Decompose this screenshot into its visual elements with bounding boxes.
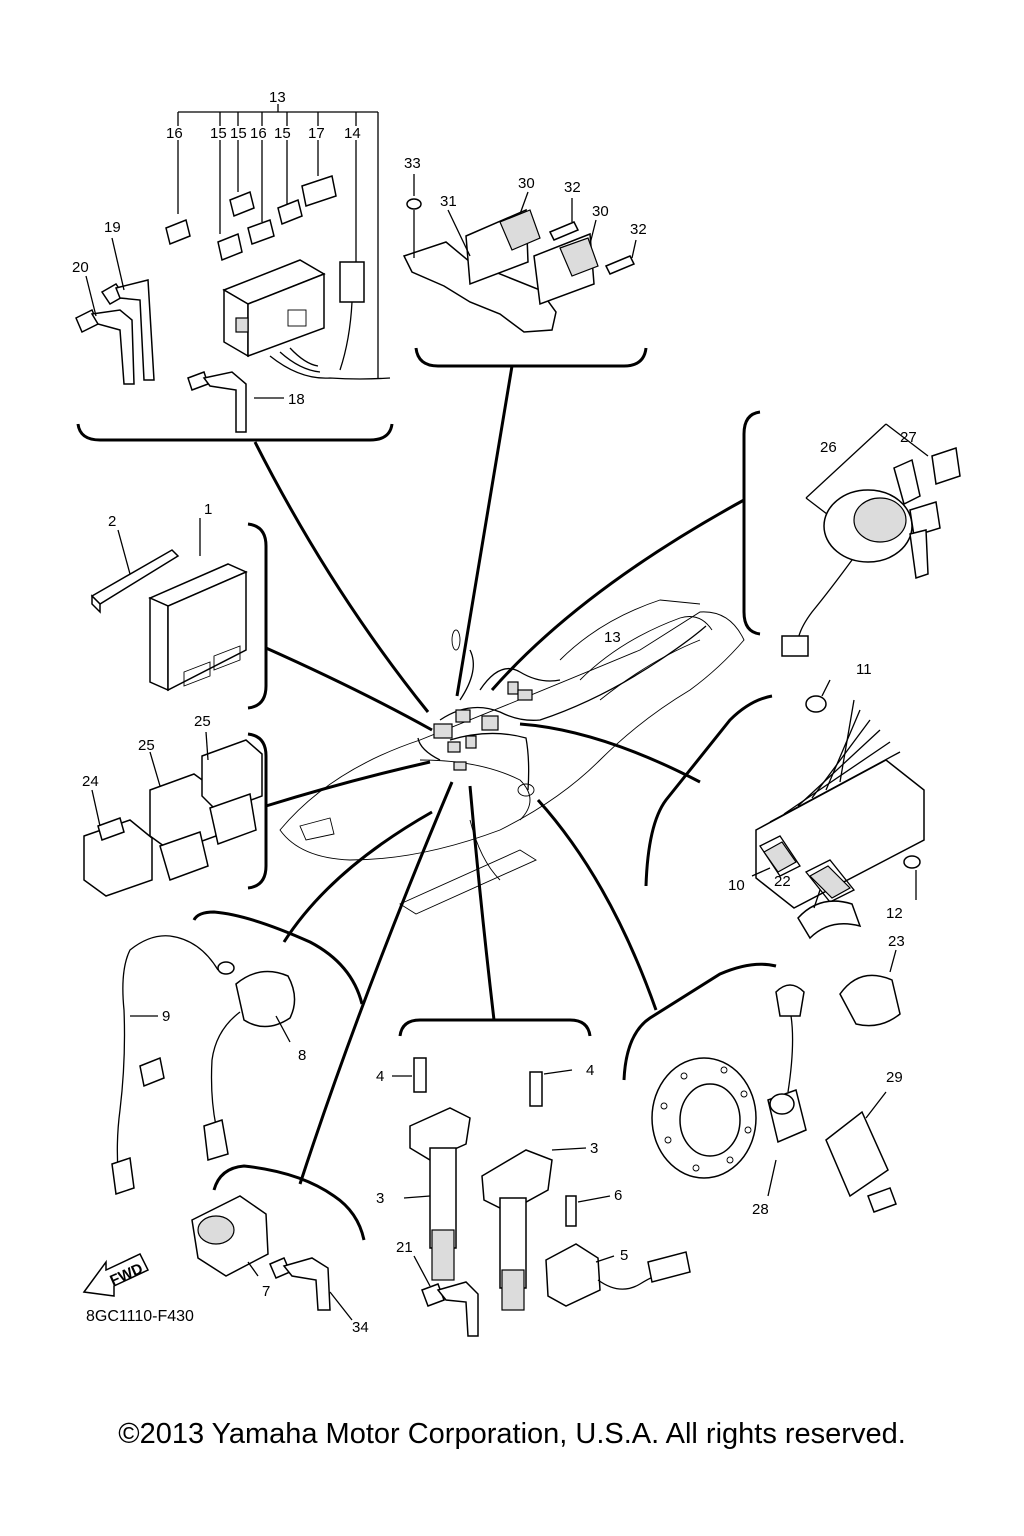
figure-code: 8GC1110-F430	[86, 1308, 194, 1325]
callout-27: 27	[900, 429, 917, 446]
callout-15: 15	[230, 125, 247, 142]
group-brackets	[76, 347, 777, 1241]
fwd-label: FWD	[107, 1260, 145, 1289]
callout-6: 6	[614, 1187, 622, 1204]
rotor-and-pickup-group	[651, 984, 897, 1213]
ecu-part-1	[148, 518, 248, 692]
callout-33: 33	[404, 155, 421, 172]
callout-30: 30	[592, 203, 609, 220]
callout-3: 3	[376, 1190, 384, 1207]
callout-13: 13	[604, 629, 621, 646]
band-part-2	[90, 529, 180, 614]
callout-12: 12	[886, 905, 903, 922]
callout-15: 15	[210, 125, 227, 142]
callout-26: 26	[820, 439, 837, 456]
leader-lines	[253, 365, 745, 1185]
copyright-notice: ©2013 Yamaha Motor Corporation, U.S.A. A…	[118, 1418, 906, 1450]
callout-2: 2	[108, 513, 116, 530]
callout-13: 13	[269, 89, 286, 106]
callout-numbers: 13 16 15 15 16 15 17 14 19 20 18 33 31 3…	[72, 89, 917, 1336]
callout-20: 20	[72, 259, 89, 276]
callout-22: 22	[774, 873, 791, 890]
clamp-parts-22-23	[797, 889, 901, 1027]
callout-7: 7	[262, 1283, 270, 1300]
callout-5: 5	[620, 1247, 628, 1264]
callout-16: 16	[250, 125, 267, 142]
callout-23: 23	[888, 933, 905, 950]
sensor-parts-8-9	[111, 935, 296, 1195]
callout-10: 10	[728, 877, 745, 894]
callout-31: 31	[440, 193, 457, 210]
callout-21: 21	[396, 1239, 413, 1256]
callout-29: 29	[886, 1069, 903, 1086]
callout-17: 17	[308, 125, 325, 142]
callout-8: 8	[298, 1047, 306, 1064]
callout-16: 16	[166, 125, 183, 142]
ignition-coils-group	[392, 1057, 691, 1337]
callout-32: 32	[630, 221, 647, 238]
callout-18: 18	[288, 391, 305, 408]
callout-24: 24	[82, 773, 99, 790]
callout-11: 11	[856, 661, 872, 678]
callout-1: 1	[204, 501, 212, 518]
callout-14: 14	[344, 125, 361, 142]
relays-group	[83, 731, 263, 897]
fwd-arrow-icon: FWD	[82, 1253, 150, 1297]
callout-32: 32	[564, 179, 581, 196]
callout-9: 9	[162, 1008, 170, 1025]
callout-30: 30	[518, 175, 535, 192]
callout-19: 19	[104, 219, 121, 236]
relay-bracket-group	[402, 174, 637, 333]
callout-15: 15	[274, 125, 291, 142]
fuse-box-group	[75, 104, 391, 433]
rectifier-regulator-group	[751, 679, 925, 909]
callout-3: 3	[590, 1140, 598, 1157]
callout-28: 28	[752, 1201, 769, 1218]
callout-4: 4	[586, 1062, 594, 1079]
callout-25: 25	[138, 737, 155, 754]
callout-34: 34	[352, 1319, 369, 1336]
callout-25: 25	[194, 713, 211, 730]
sensor-part-7-and-tie-34	[191, 1195, 353, 1321]
wire-harness-assembly	[417, 625, 707, 791]
callout-4: 4	[376, 1068, 384, 1085]
main-switch-group	[781, 423, 961, 657]
